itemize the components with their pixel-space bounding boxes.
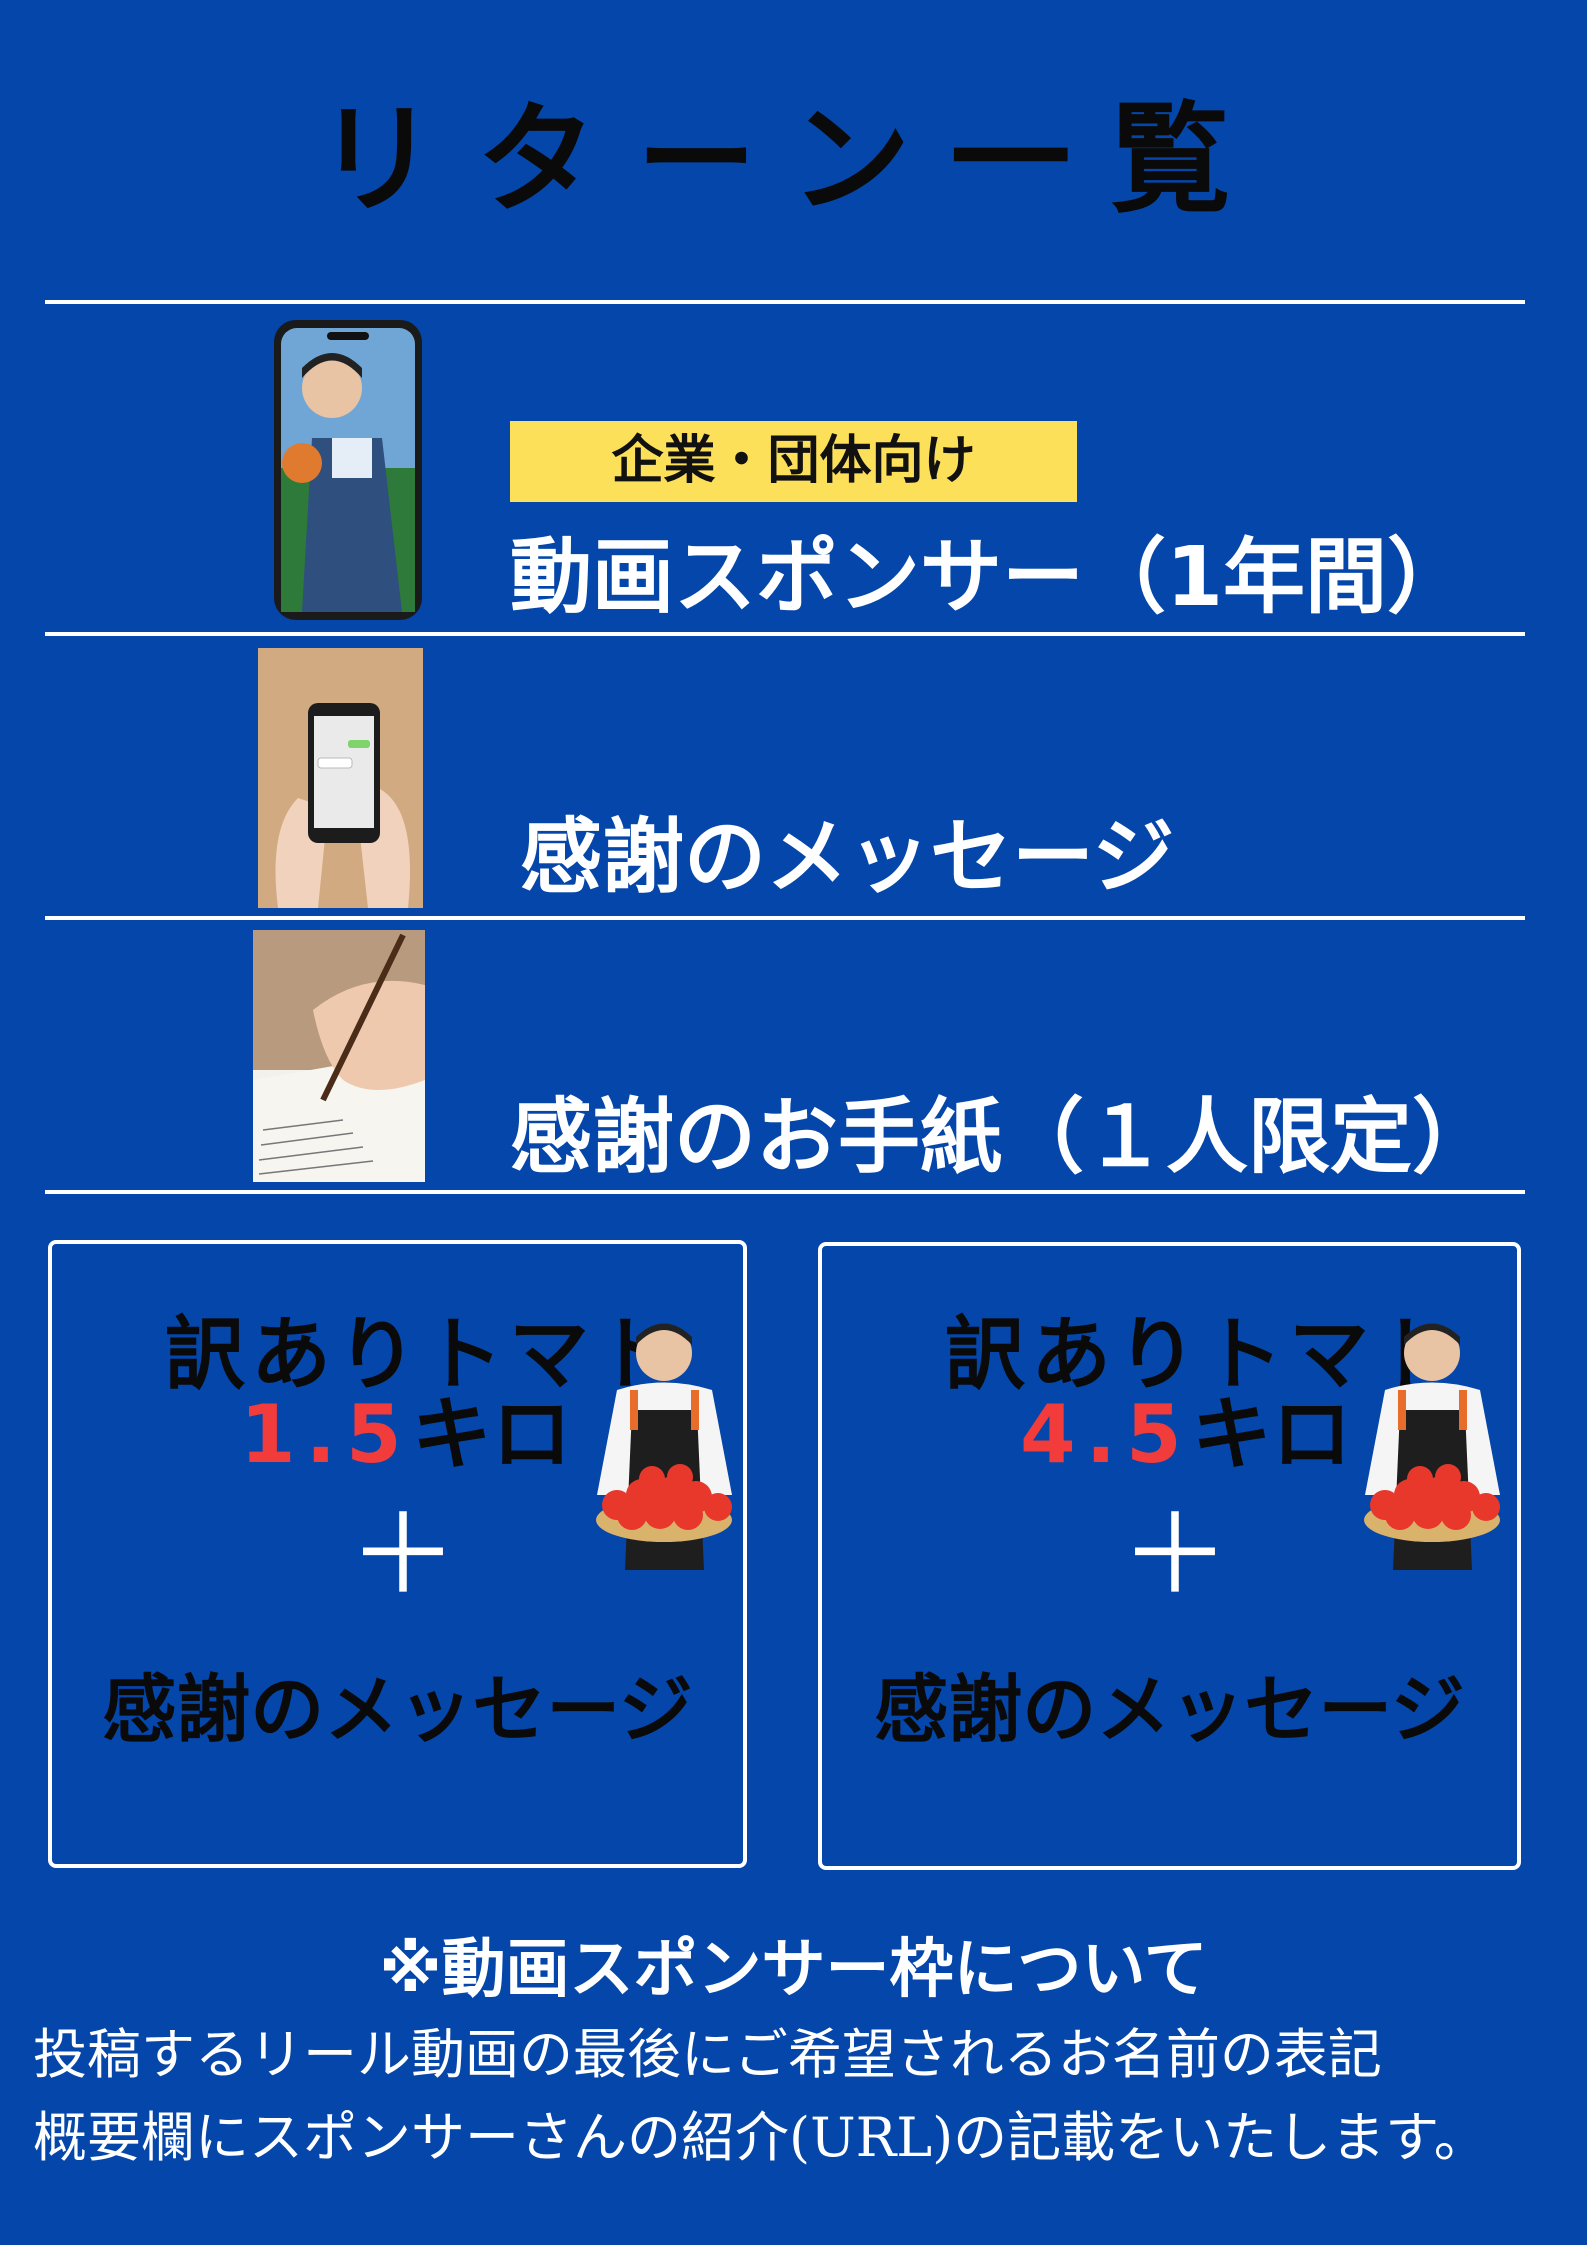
box2-thank-you-message: 感謝のメッセージ [874,1667,1465,1753]
tomato-box-1 [48,1240,747,1868]
smartphone-video-image [272,318,424,622]
box1-tomato-label: 訳ありトマト [165,1308,681,1401]
divider [45,916,1525,920]
farmer-tomatoes-image [592,1315,737,1570]
sponsor-note-line-1: 投稿するリール動画の最後にご希望されるお名前の表記 [33,2023,1382,2086]
tomato-box-2 [818,1242,1521,1870]
box2-weight: 4.5キロ [1020,1370,1352,1486]
handwritten-letter-image [253,930,425,1182]
box2-amount: 4.5 [1020,1388,1192,1481]
divider [45,632,1525,636]
reward-label-thank-you-message: 感謝のメッセージ [520,810,1175,905]
box2-tomato-label: 訳ありトマト [945,1308,1461,1401]
box1-amount: 1.5 [240,1388,412,1481]
divider [45,300,1525,304]
divider [45,1190,1525,1194]
reward-label-video-sponsor: 動画スポンサー（1年間） [510,530,1470,625]
box1-plus-sign: ＋ [348,1491,458,1619]
sponsor-note-line-2: 概要欄にスポンサーさんの紹介(URL)の記載をいたします。 [33,2106,1488,2169]
hands-phone-image [258,648,423,908]
box1-thank-you-message: 感謝のメッセージ [102,1667,693,1753]
reward-label-thank-you-letter: 感謝のお手紙（１人限定） [510,1090,1495,1185]
box1-weight: 1.5キロ [240,1370,572,1486]
box1-unit: キロ [411,1388,572,1481]
page-title: リターン一覧 [316,91,1271,230]
box2-unit: キロ [1191,1388,1352,1481]
farmer-tomatoes-image [1360,1315,1505,1570]
box2-plus-sign: ＋ [1120,1491,1230,1619]
corporate-tag: 企業・団体向け [510,421,1077,502]
sponsor-note-title: ※動画スポンサー枠について [379,1933,1208,2007]
